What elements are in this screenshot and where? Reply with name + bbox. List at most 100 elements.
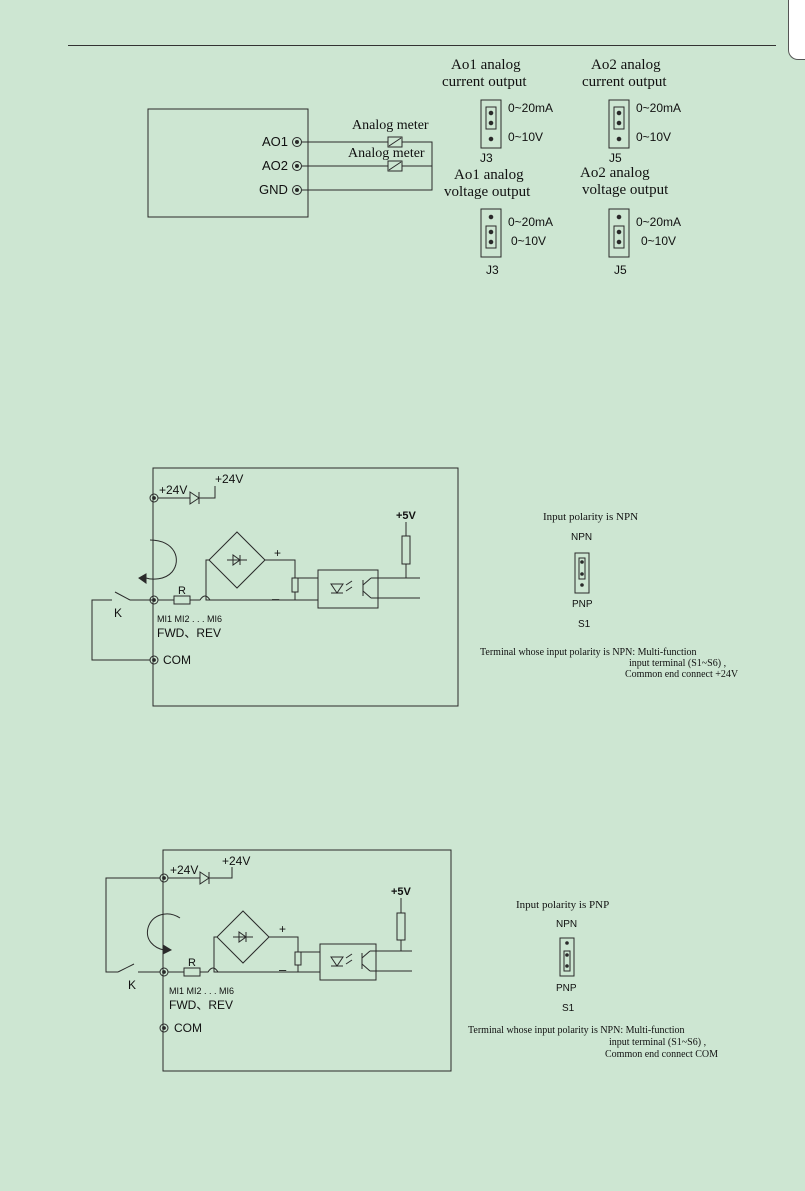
npn-input-diagram: +24V +24V + – R <box>91 467 739 707</box>
ao1-voltage-title-line2: voltage output <box>444 184 531 200</box>
ao1-current-title-line1: Ao1 analog <box>451 57 521 73</box>
gnd-label: GND <box>259 182 288 197</box>
npn-jumper-pnp-label: PNP <box>572 599 593 610</box>
npn-s1-jumper <box>574 552 590 594</box>
pnp-mi-list: MI1 MI2 . . . MI6 <box>169 986 234 996</box>
pnp-note-line1: Terminal whose input polarity is NPN: Mu… <box>468 1025 685 1036</box>
pnp-switch-k <box>117 963 135 973</box>
j5-voltage-opt-ma: 0~20mA <box>636 215 681 229</box>
j5-current-opt-v: 0~10V <box>636 130 671 144</box>
j5-voltage-opt-v: 0~10V <box>641 234 676 248</box>
npn-bridge-rectifier <box>208 531 266 589</box>
pnp-jumper-pnp-label: PNP <box>556 983 577 994</box>
pnp-terminal-24v <box>159 873 169 883</box>
analog-meter-1 <box>387 136 403 148</box>
pnp-terminal-mi <box>159 967 169 977</box>
j3-voltage-opt-ma: 0~20mA <box>508 215 553 229</box>
j5-current-opt-ma: 0~20mA <box>636 101 681 115</box>
npn-mi-list: MI1 MI2 . . . MI6 <box>157 614 222 624</box>
npn-s1-label: S1 <box>578 619 591 630</box>
j3-voltage-label: J3 <box>486 263 499 277</box>
pnp-resistor-r <box>183 967 201 977</box>
npn-note-line1: Terminal whose input polarity is NPN: Mu… <box>480 647 697 658</box>
ao1-current-title-line2: current output <box>442 74 527 90</box>
pnp-fwd-rev: FWD、REV <box>169 998 233 1012</box>
j5-voltage-label: J5 <box>614 263 627 277</box>
meter-2-label: Analog meter <box>348 146 425 161</box>
npn-24v-terminal-label: +24V <box>159 483 187 497</box>
pnp-minus-label: – <box>279 962 287 977</box>
npn-terminal-24v <box>149 493 159 503</box>
pnp-note-line2: input terminal (S1~S6) , <box>609 1037 706 1048</box>
pnp-note-line3: Common end connect COM <box>605 1049 718 1060</box>
pnp-input-diagram: +24V +24V + – R <box>105 849 718 1072</box>
pnp-5v-label: +5V <box>391 886 412 898</box>
pnp-plus-label: + <box>279 922 286 936</box>
npn-24v-diode-label: +24V <box>215 472 243 486</box>
pnp-drive-box <box>162 849 452 1072</box>
pnp-jumper-npn-label: NPN <box>556 919 577 930</box>
npn-r-label: R <box>178 585 186 597</box>
page-edge-tab <box>788 0 805 60</box>
npn-minus-label: – <box>272 591 280 606</box>
header-rule <box>68 45 776 46</box>
j3-current-opt-v: 0~10V <box>508 130 543 144</box>
ao2-label: AO2 <box>262 158 288 173</box>
npn-resistor-r <box>173 595 191 605</box>
pnp-optocoupler <box>319 943 377 981</box>
pnp-current-arrow <box>146 913 181 951</box>
ao2-current-title-line2: current output <box>582 74 667 90</box>
terminal-gnd <box>292 185 302 195</box>
pnp-terminal-com <box>159 1023 169 1033</box>
pnp-pullup-resistor <box>396 912 406 941</box>
ao1-voltage-title-line1: Ao1 analog <box>454 167 524 183</box>
drive-box <box>147 108 309 218</box>
npn-current-arrow <box>145 539 177 580</box>
npn-com-label: COM <box>163 653 191 667</box>
pnp-k-label: K <box>128 978 136 992</box>
j5-current-label: J5 <box>609 151 622 165</box>
j3-current-label: J3 <box>480 151 493 165</box>
j3-voltage-opt-v: 0~10V <box>511 234 546 248</box>
npn-diode <box>189 491 200 505</box>
terminal-ao1 <box>292 137 302 147</box>
npn-k-label: K <box>114 606 122 620</box>
meter-1-label: Analog meter <box>352 118 429 133</box>
pnp-bridge-rectifier <box>216 910 270 964</box>
ao2-current-title-line1: Ao2 analog <box>591 57 661 73</box>
npn-plus-label: + <box>274 546 281 560</box>
npn-note-line3: Common end connect +24V <box>625 669 739 680</box>
npn-optocoupler <box>317 569 379 609</box>
pnp-r-label: R <box>188 957 196 969</box>
pnp-resistor-internal <box>294 951 302 966</box>
analog-output-diagram: AO1 AO2 GND Analog meter Analog meter Ao… <box>147 57 681 277</box>
j5-current-jumper <box>608 99 630 149</box>
pnp-diode <box>199 871 210 885</box>
pnp-s1-label: S1 <box>562 1003 575 1014</box>
ao1-label: AO1 <box>262 134 288 149</box>
npn-jumper-npn-label: NPN <box>571 532 592 543</box>
npn-5v-label: +5V <box>396 510 417 522</box>
npn-switch-k <box>114 591 131 601</box>
npn-note-line2: input terminal (S1~S6) , <box>629 658 726 669</box>
pnp-24v-terminal-label: +24V <box>170 863 198 877</box>
j5-voltage-jumper <box>608 208 630 258</box>
npn-fwd-rev: FWD、REV <box>157 626 221 640</box>
terminal-ao2 <box>292 161 302 171</box>
npn-resistor-internal <box>291 577 299 593</box>
ao2-voltage-title-line2: voltage output <box>582 182 669 198</box>
pnp-polarity-title: Input polarity is PNP <box>516 899 609 911</box>
npn-terminal-com <box>149 655 159 665</box>
j3-current-opt-ma: 0~20mA <box>508 101 553 115</box>
npn-polarity-title: Input polarity is NPN <box>543 511 638 523</box>
ao2-voltage-title-line1: Ao2 analog <box>580 165 650 181</box>
analog-meter-2 <box>387 160 403 172</box>
j3-voltage-jumper <box>480 208 502 258</box>
j3-current-jumper <box>480 99 502 149</box>
npn-drive-box <box>152 467 459 707</box>
npn-pullup-resistor <box>401 535 411 565</box>
pnp-s1-jumper <box>559 937 575 977</box>
pnp-24v-diode-label: +24V <box>222 854 250 868</box>
pnp-com-label: COM <box>174 1021 202 1035</box>
